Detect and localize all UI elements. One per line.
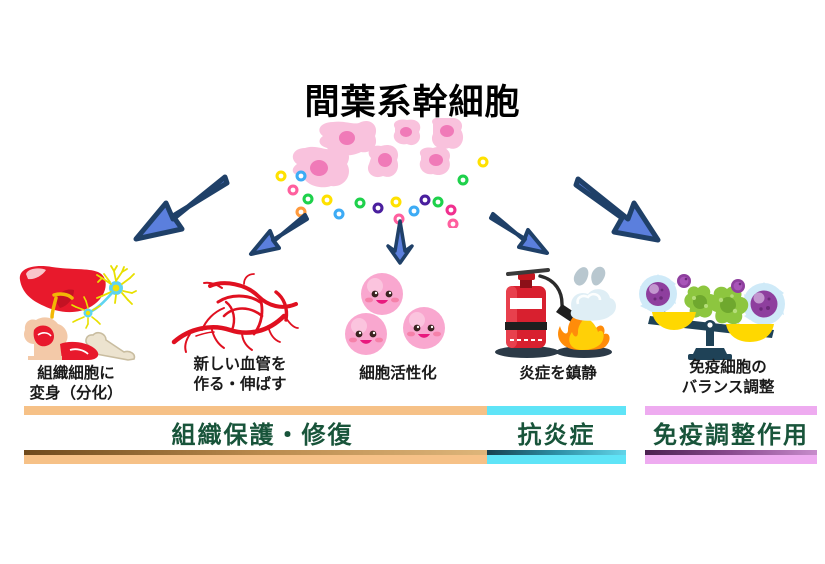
foam-cloud [570, 289, 616, 321]
lymphocyte-left [639, 274, 677, 314]
page-title: 間葉系幹細胞 [304, 83, 521, 122]
banner-label-area: 免疫調整作用 [645, 415, 817, 450]
banner-tissue-repair: 組織保護・修復 [24, 406, 501, 464]
banner-label-area: 抗炎症 [487, 415, 626, 450]
flame [558, 308, 610, 350]
arrow-to-anti-inflammation [488, 211, 552, 257]
small-cell-left [677, 274, 691, 288]
happy-cell-3 [403, 307, 445, 349]
banner-anti-inflammatory: 抗炎症 [487, 406, 626, 464]
banner-bottom-bar [487, 455, 626, 464]
banner-divider-rule [645, 450, 817, 455]
blood-vessel-icon [171, 273, 299, 354]
lymphocyte-right [743, 282, 785, 326]
organs-icon [12, 262, 138, 361]
caption-immunomodulation: 免疫細胞の バランス調整 [681, 359, 775, 396]
banner-divider-rule [487, 450, 626, 455]
happy-cell-2 [345, 313, 387, 355]
caption-anti-inflammation: 炎症を鎮静 [519, 365, 597, 382]
neuron-icon [71, 265, 137, 329]
fire-extinguisher-icon [492, 266, 616, 358]
arrow-to-angiogenesis [246, 212, 310, 258]
macrophage-left [684, 285, 718, 318]
banner-immune-regulation: 免疫調整作用 [645, 406, 817, 464]
arrow-to-cell-activation [386, 219, 414, 265]
arrow-to-differentiation [128, 172, 232, 244]
immune-cells-right [708, 279, 785, 326]
banner-top-bar [487, 406, 626, 415]
muscle-arm-icon [24, 317, 99, 360]
caption-differentiation: 組織細胞に 変身（分化） [29, 365, 123, 402]
banner-top-bar [645, 406, 817, 415]
caption-cell-activation: 細胞活性化 [359, 365, 437, 382]
banner-label: 組織保護・修復 [171, 423, 354, 449]
happy-cells-icon [344, 272, 452, 358]
caption-angiogenesis: 新しい血管を 作る・伸ばす [193, 356, 287, 393]
smoke-puffs [573, 266, 606, 286]
scale-pans [652, 311, 774, 342]
happy-cell-1 [361, 273, 403, 315]
banner-label: 抗炎症 [517, 423, 596, 449]
banner-top-bar [24, 406, 501, 415]
banner-label-area: 組織保護・修復 [24, 415, 501, 450]
banner-bottom-bar [24, 455, 501, 464]
banner-bottom-bar [645, 455, 817, 464]
liver-icon [19, 266, 106, 319]
macrophage-right [708, 286, 749, 325]
immune-cells-left [639, 274, 718, 318]
stem-cell-cluster-illustration [275, 118, 510, 228]
banner-label: 免疫調整作用 [653, 423, 809, 449]
extinguisher-body [505, 268, 550, 348]
stem-cell-bodies [292, 118, 464, 188]
balance-scale-icon [628, 268, 796, 360]
arrow-to-immunomodulation [572, 174, 664, 246]
small-cell-right [731, 279, 745, 293]
banner-divider-rule [24, 450, 501, 455]
